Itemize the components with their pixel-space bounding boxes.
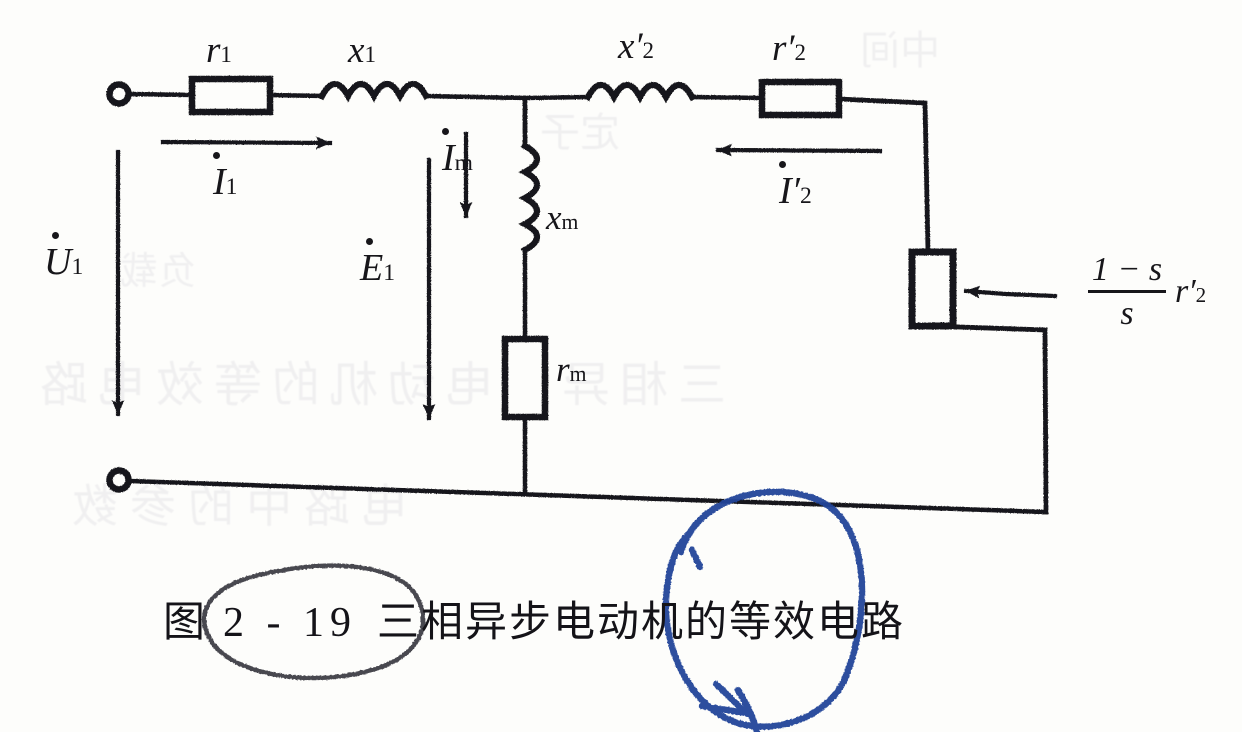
current-arrow-I1 <box>160 136 333 150</box>
caption-fig-word: 图 <box>163 600 206 646</box>
input-terminal-top <box>106 81 132 107</box>
fraction-denominator: s <box>1120 295 1134 333</box>
resistor-mechanical-load <box>908 248 957 330</box>
fraction: 1 − s s <box>1088 252 1166 332</box>
fraction-bar <box>1088 290 1166 294</box>
label-rm: rm <box>556 350 587 389</box>
label-I1: I1 <box>213 151 237 201</box>
label-r2-prime: r′2 <box>772 28 806 69</box>
label-I2-prime: I′2 <box>779 160 812 210</box>
fraction-numerator: 1 − s <box>1091 251 1163 288</box>
label-U1: U1 <box>44 231 83 281</box>
label-E1: E1 <box>360 237 395 287</box>
figure-caption: 图 2 - 19 三相异步电动机的等效电路 <box>163 588 905 649</box>
formula-multiplier: r′2 <box>1175 272 1207 310</box>
caption-number: 2 - 19 <box>223 600 358 646</box>
pencil-ellipse-annotation <box>202 563 426 681</box>
formula-leader-line <box>963 285 1058 299</box>
label-xm: xm <box>546 198 579 237</box>
label-x1: x1 <box>348 30 376 71</box>
inductor-x1 <box>317 80 431 103</box>
inductor-x2-prime <box>583 81 697 104</box>
formula-mechanical-load: 1 − s s r′2 <box>1088 252 1206 332</box>
inductor-xm <box>518 141 541 255</box>
bottom-rail <box>126 478 1049 515</box>
blue-pen-annotation <box>662 488 866 732</box>
resistor-r2-prime <box>758 78 843 119</box>
resistor-rm <box>501 335 549 421</box>
resistor-r1 <box>188 75 274 116</box>
label-x2-prime: x′2 <box>618 26 654 67</box>
label-Im: Im <box>442 127 473 177</box>
current-arrow-I2-prime <box>715 143 883 157</box>
input-terminal-bottom <box>106 467 132 493</box>
label-r1: r1 <box>206 30 232 71</box>
caption-text: 三相异步电动机的等效电路 <box>377 600 906 646</box>
